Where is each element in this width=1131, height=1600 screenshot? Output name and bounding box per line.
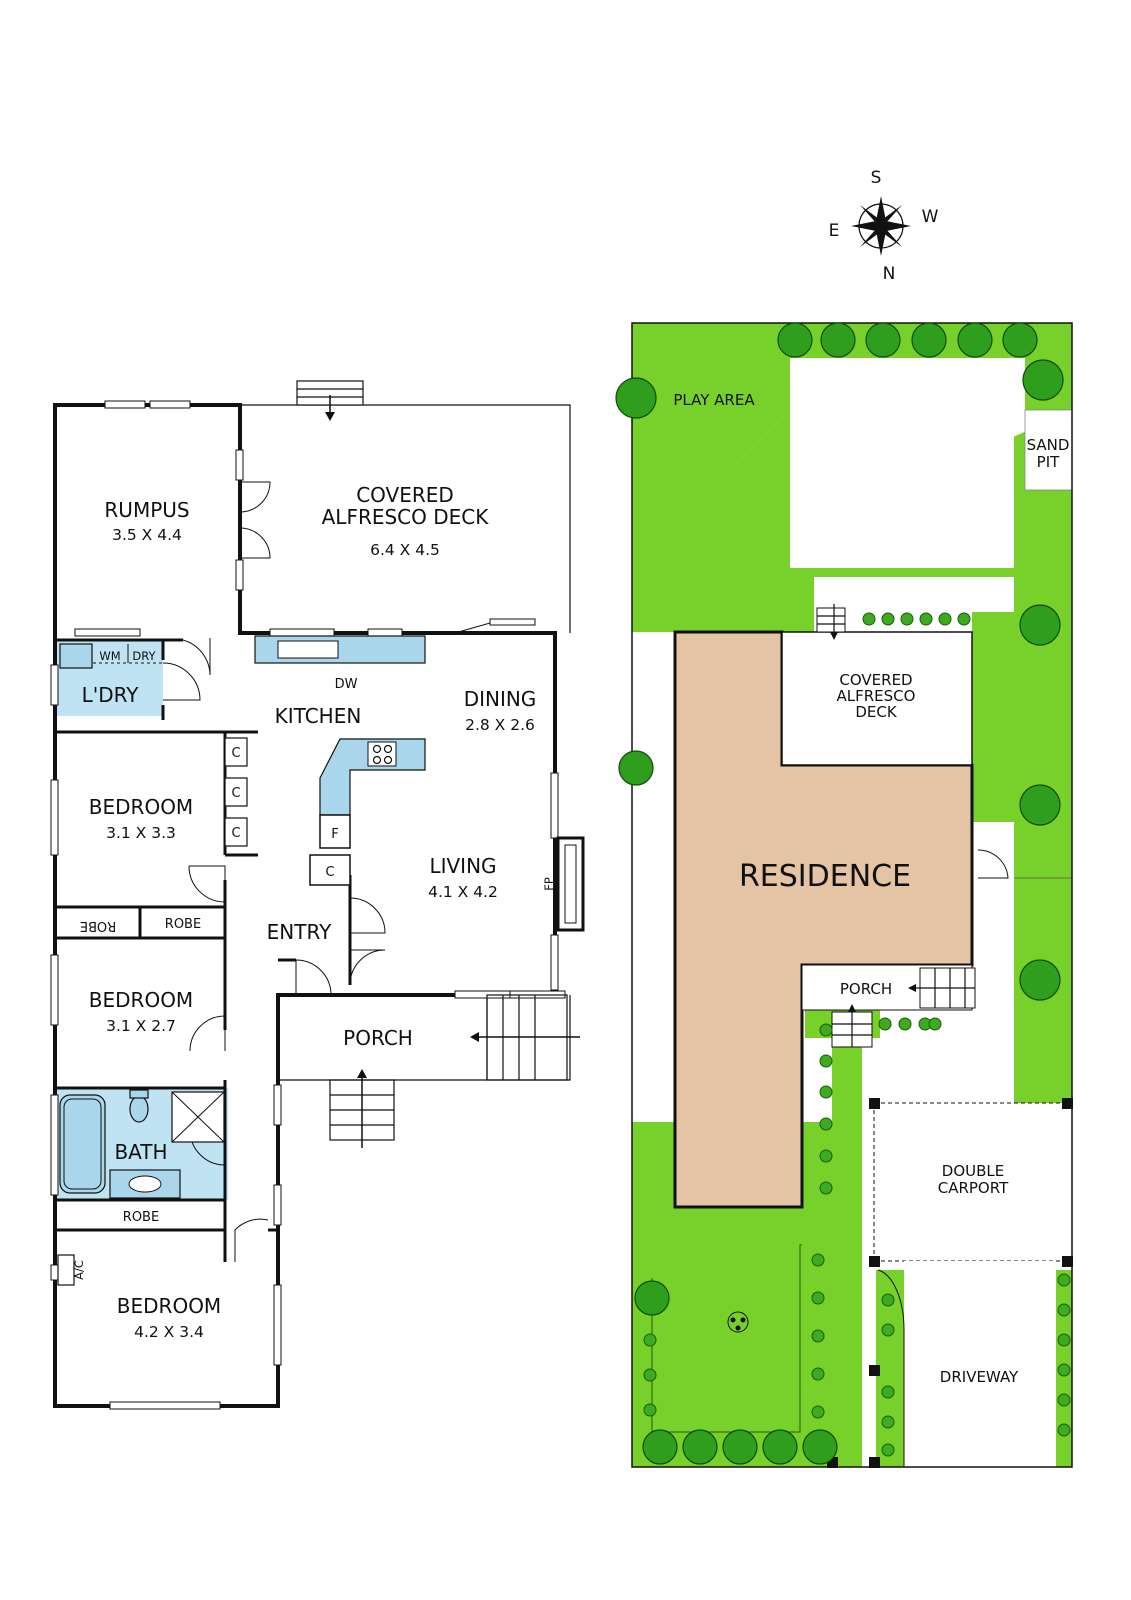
rumpus-dims: 3.5 X 4.4	[112, 526, 182, 544]
residence-label: RESIDENCE	[739, 859, 911, 894]
trees	[615, 322, 1064, 1465]
fireplace-label: FP	[542, 877, 556, 891]
kitchen-sink	[277, 640, 339, 659]
site-plan: PLAY AREA SAND PIT COVERED ALFRESCO DECK…	[615, 322, 1073, 1468]
sand-pit-label-1: SAND	[1027, 436, 1070, 454]
compass-west: W	[922, 207, 939, 227]
hedges	[643, 612, 1071, 1457]
ac-label: A/C	[72, 1260, 86, 1280]
carport-label-1: DOUBLE	[942, 1162, 1004, 1180]
dining-dims: 2.8 X 2.6	[465, 716, 535, 734]
sand-pit-label-2: PIT	[1037, 453, 1060, 471]
cupboard-label-4: C	[231, 826, 240, 841]
bedroom3-label: BEDROOM	[117, 1294, 221, 1318]
bath-label: BATH	[114, 1140, 167, 1164]
site-porch-label: PORCH	[840, 980, 892, 998]
laundry-wm: WM	[99, 649, 120, 663]
robe-left-label: ROBE	[80, 918, 116, 933]
carport-label-2: CARPORT	[938, 1179, 1009, 1197]
fridge-label: F	[331, 827, 338, 842]
living-dims: 4.1 X 4.2	[428, 883, 498, 901]
bedroom3-dims: 4.2 X 3.4	[134, 1323, 204, 1341]
compass-rose: S W E N	[829, 168, 939, 284]
compass-north: N	[883, 264, 896, 284]
driveway-label: DRIVEWAY	[940, 1368, 1019, 1386]
cupboard-label-2: C	[231, 746, 240, 761]
rumpus-label: RUMPUS	[104, 498, 189, 522]
alfresco-label-1: COVERED	[356, 483, 454, 507]
alfresco-dims: 6.4 X 4.5	[370, 541, 440, 559]
robe-right-label: ROBE	[165, 917, 201, 932]
cooktop	[367, 741, 397, 767]
compass-east: E	[829, 221, 840, 241]
entry-label: ENTRY	[267, 920, 332, 944]
dishwasher-label: DW	[335, 677, 358, 692]
living-label: LIVING	[429, 854, 496, 878]
cupboard-label-3: C	[231, 786, 240, 801]
bedroom1-label: BEDROOM	[89, 795, 193, 819]
house-floorplan: RUMPUS 3.5 X 4.4 COVERED ALFRESCO DECK 6…	[50, 380, 585, 1410]
laundry-dry: DRY	[132, 649, 156, 663]
bedroom2-dims: 3.1 X 2.7	[106, 1017, 176, 1035]
bedroom1-dims: 3.1 X 3.3	[106, 824, 176, 842]
bedroom2-label: BEDROOM	[89, 988, 193, 1012]
site-deck-label-1: COVERED	[839, 671, 912, 689]
robe-bottom-label: ROBE	[123, 1210, 159, 1225]
play-area-label: PLAY AREA	[673, 391, 755, 409]
site-deck-label-3: DECK	[855, 703, 898, 721]
dining-label: DINING	[464, 687, 537, 711]
alfresco-label-2: ALFRESCO DECK	[322, 505, 490, 529]
compass-south: S	[871, 168, 882, 188]
cupboard-label-1: C	[325, 865, 334, 880]
kitchen-label: KITCHEN	[275, 704, 362, 728]
laundry-label: L'DRY	[82, 683, 140, 707]
porch-label: PORCH	[343, 1026, 413, 1050]
site-deck-label-2: ALFRESCO	[837, 687, 916, 705]
